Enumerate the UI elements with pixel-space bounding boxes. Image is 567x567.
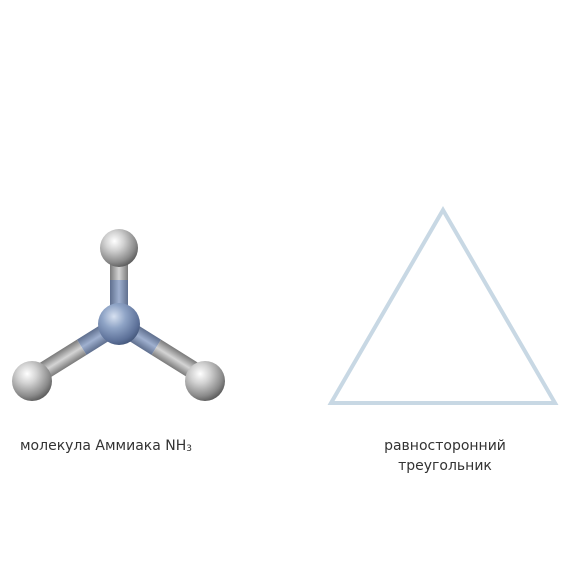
equilateral-triangle (327, 206, 559, 405)
ammonia-caption: молекула Аммиака NH3 (20, 436, 192, 459)
hydrogen-atom-top (100, 229, 138, 267)
formula-subscript: 3 (186, 444, 193, 454)
ammonia-caption-text: молекула Аммиака NH (20, 438, 187, 454)
ammonia-molecule (12, 229, 225, 401)
triangle-caption-line2: треугольник (398, 458, 492, 474)
triangle-caption: равносторонний треугольник (340, 436, 550, 476)
hydrogen-atom-left (12, 361, 52, 401)
triangle-caption-line1: равносторонний (384, 438, 506, 454)
nitrogen-atom (98, 303, 140, 345)
hydrogen-atom-right (185, 361, 225, 401)
